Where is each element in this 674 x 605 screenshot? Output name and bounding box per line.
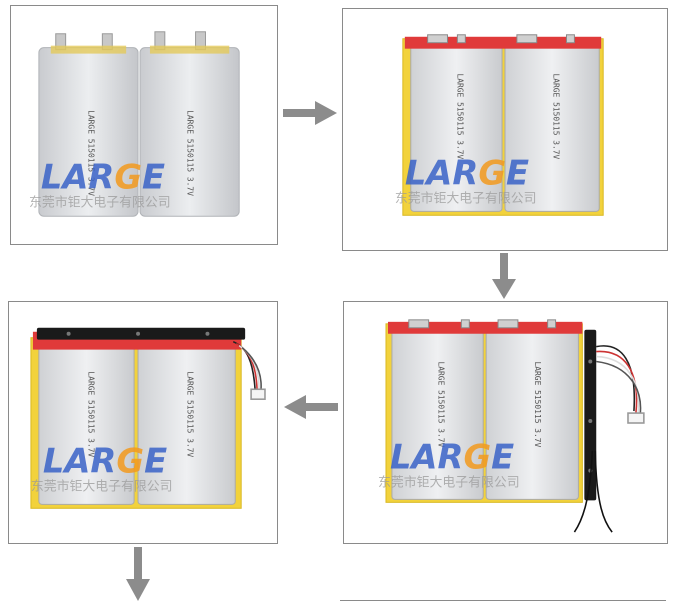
arrow-right-icon [283, 101, 337, 125]
watermark-logo: LARGE 东莞市钜大电子有限公司 [395, 154, 537, 207]
arrow-left-icon [284, 395, 338, 419]
step-3-cells-with-pcb-panel: LARGE 5150115 3.7V LARGE 5150115 3.7V LA… [343, 301, 668, 544]
cell-right-label: LARGE 5150115 3.7V [533, 362, 542, 448]
cell-right [139, 31, 240, 217]
step-2-insulated-cells-panel: LARGE 5150115 3.7V LARGE 5150115 3.7V LA… [342, 8, 668, 251]
cell-left-label: LARGE 5150115 3.7V [437, 362, 446, 448]
svg-text:东莞市钜大电子有限公司: 东莞市钜大电子有限公司 [395, 190, 537, 206]
svg-text:东莞市钜大电子有限公司: 东莞市钜大电子有限公司 [31, 478, 173, 494]
svg-text:LARGE: LARGE [41, 157, 165, 196]
watermark-logo: LARGE 东莞市钜大电子有限公司 [378, 438, 520, 491]
pcb-board [36, 327, 246, 340]
wire-harness [232, 340, 266, 400]
cells-with-pcb-illustration: LARGE 5150115 3.7V LARGE 5150115 3.7V LA… [378, 319, 645, 533]
insulated-cells-illustration: LARGE 5150115 3.7V LARGE 5150115 3.7V LA… [395, 34, 604, 216]
bare-cells-illustration: LARGE 5150115 3.7V LARGE 5150115 3.7V LA… [29, 31, 240, 217]
watermark-logo: LARGE 东莞市钜大电子有限公司 [31, 442, 173, 495]
svg-text:LARGE: LARGE [43, 442, 167, 481]
cell-right-label: LARGE 5150115 3.7V [186, 371, 195, 457]
cell-right-label: LARGE 5150115 3.7V [186, 110, 195, 196]
wire-harness [573, 345, 645, 533]
svg-text:LARGE: LARGE [405, 154, 529, 193]
step-1-bare-cells-panel: LARGE 5150115 3.7V LARGE 5150115 3.7V LA… [10, 5, 278, 245]
cell-right-label: LARGE 5150115 3.7V [552, 73, 561, 159]
finished-pack-illustration: LARGE 5150115 3.7V LARGE 5150115 3.7V LA… [30, 327, 266, 509]
bottom-divider [340, 600, 666, 601]
arrow-down-icon [492, 253, 516, 299]
cell-left [38, 33, 139, 217]
cell-left-label: LARGE 5150115 3.7V [455, 73, 464, 159]
cell-left-label: LARGE 5150115 3.7V [86, 371, 95, 457]
svg-text:东莞市钜大电子有限公司: 东莞市钜大电子有限公司 [378, 474, 520, 490]
svg-text:东莞市钜大电子有限公司: 东莞市钜大电子有限公司 [29, 194, 171, 210]
cell-left-label: LARGE 5150115 3.7V [86, 110, 95, 196]
svg-text:LARGE: LARGE [390, 438, 514, 477]
arrow-down-icon [126, 547, 150, 601]
step-4-finished-pack-panel: LARGE 5150115 3.7V LARGE 5150115 3.7V LA… [8, 301, 278, 544]
watermark-logo: LARGE 东莞市钜大电子有限公司 [29, 157, 171, 210]
